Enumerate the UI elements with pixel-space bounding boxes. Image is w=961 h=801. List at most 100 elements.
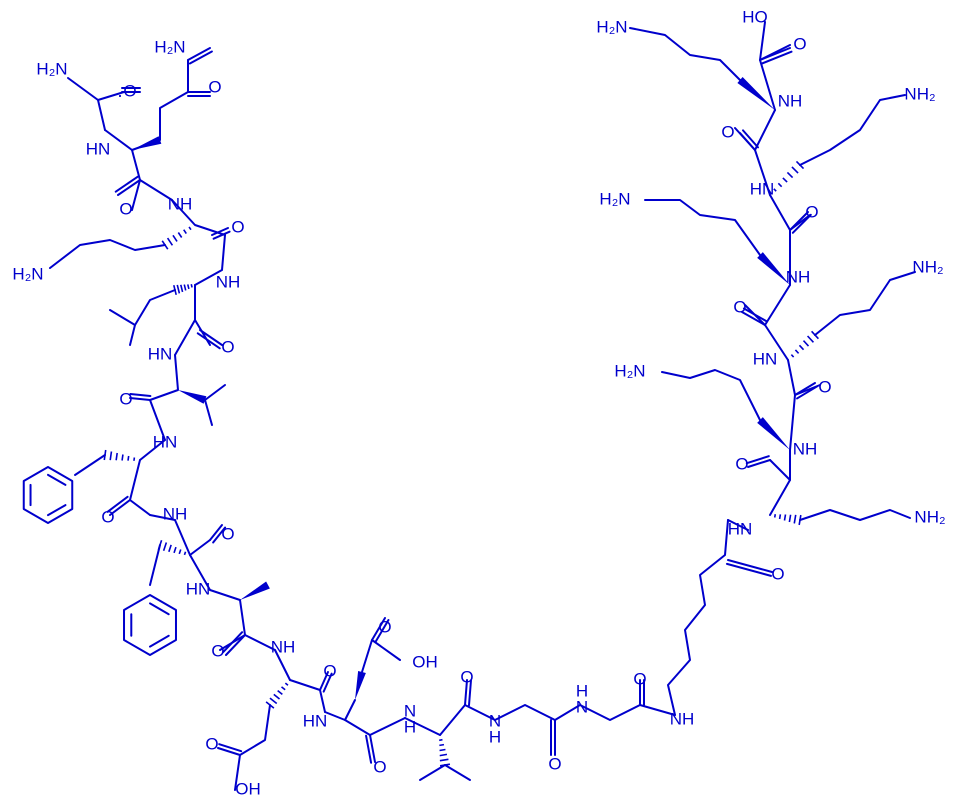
- lysR3-to-next: [764, 284, 791, 326]
- lys-nh2-label: NH₂: [904, 84, 935, 103]
- hashed-bond: [773, 514, 802, 526]
- phe1-carbonyl: [109, 499, 131, 516]
- phe1-backbone: [129, 459, 151, 516]
- oxygen-label: O: [735, 454, 748, 473]
- nh-label: NH: [786, 267, 811, 286]
- val2-carbonyl: [467, 679, 472, 707]
- lysR6-carbonyl: [760, 50, 793, 65]
- gln-amide-o: [187, 47, 211, 61]
- glygly-backbone: [494, 704, 641, 721]
- wedge-bond: [355, 671, 366, 700]
- oxygen-label: O: [231, 217, 244, 236]
- hashed-bond: [157, 540, 187, 556]
- hashed-bond: [773, 160, 805, 192]
- leu-carbonyl: [199, 329, 223, 346]
- oxygen-label: O: [119, 199, 132, 218]
- phe1-n: [139, 439, 166, 461]
- lysR2-to-next: [787, 359, 796, 396]
- val2-to-gly: [464, 704, 496, 721]
- hn-label: HN: [186, 579, 211, 598]
- oxygen-label: O: [221, 524, 234, 543]
- wedge-bond: [757, 417, 790, 450]
- glu-n: [274, 649, 291, 681]
- phe2-carbonyl: [209, 524, 223, 541]
- ahx-linker: [667, 519, 729, 716]
- lysR1-sidechain: [799, 509, 911, 521]
- hashed-bond: [265, 682, 289, 709]
- lysR1-backbone: [769, 459, 791, 516]
- ala-to-glu: [244, 634, 276, 651]
- amino-terminus-label: H₂N: [36, 59, 67, 78]
- oxygen-label: O: [323, 661, 336, 680]
- lysR4-to-next: [769, 194, 791, 231]
- oxygen-label: O: [548, 754, 561, 773]
- glu-carbonyl: [322, 672, 333, 693]
- lysR6-acid-oh: [759, 21, 766, 61]
- asp-carbonyl: [365, 734, 373, 764]
- oxygen-label: O: [205, 734, 218, 753]
- val2-carbonyl: [464, 679, 468, 706]
- gly-carbonyl-link: [97, 99, 106, 131]
- ala-carbonyl: [225, 634, 246, 656]
- hn-label: HN: [153, 432, 178, 451]
- val2-sidechain: [419, 764, 471, 781]
- oxygen-label: O: [211, 641, 224, 660]
- val-carbonyl: [129, 397, 151, 401]
- nh-label: NH: [163, 504, 188, 523]
- glu-backbone: [289, 679, 326, 713]
- lysR5-to-next: [754, 109, 776, 151]
- glu-acid-o: [218, 743, 243, 753]
- lys1-sidechain: [49, 239, 166, 269]
- asp-to-val2: [369, 717, 406, 736]
- hydrogen-label: H: [489, 727, 501, 746]
- glu-sidechain: [234, 704, 271, 791]
- oxygen-label: O: [721, 122, 734, 141]
- oxygen-label: O: [733, 297, 746, 316]
- lysR2-carbonyl: [796, 385, 819, 400]
- nh-label: NH: [778, 91, 803, 110]
- asp-n: [344, 699, 356, 721]
- asp-sidechain: [361, 639, 401, 673]
- lys1-carbonyl: [211, 227, 229, 236]
- asp-oh-label: OH: [412, 652, 438, 671]
- oxygen-label: O: [818, 377, 831, 396]
- nitrogen-label: N: [576, 697, 588, 716]
- lysR4-carbonyl: [791, 213, 812, 234]
- gln-to-lys-n: [139, 179, 173, 201]
- oxygen-label: O: [119, 389, 132, 408]
- oxygen-label: O: [123, 81, 136, 100]
- phe1-ch2: [74, 454, 106, 476]
- nh-label: NH: [168, 194, 193, 213]
- ala-carbonyl: [222, 631, 244, 654]
- lysR4-sidechain: [644, 199, 761, 256]
- oxygen-label: O: [101, 507, 114, 526]
- asp-acid-o: [371, 617, 386, 641]
- lys1-backbone: [171, 199, 226, 236]
- hn-label: HN: [303, 711, 328, 730]
- hydrogen-label: H: [404, 717, 416, 736]
- lysR2-sidechain: [661, 369, 761, 421]
- lys1-nh2-label: H₂N: [12, 264, 43, 283]
- leu-sidechain: [109, 289, 176, 326]
- phe1-benzene-ring: [22, 466, 74, 524]
- ala-n: [209, 589, 241, 601]
- lysR3-sidechain: [814, 271, 916, 336]
- wedge-bond: [132, 136, 162, 150]
- phe2-n: [174, 519, 191, 556]
- hn-label: HN: [750, 179, 775, 198]
- val-sidechain: [204, 384, 226, 426]
- lysR2-carbonyl: [794, 382, 816, 396]
- lysR5-carbonyl: [741, 129, 759, 149]
- hn-label: HN: [753, 349, 778, 368]
- oxygen-label: O: [221, 337, 234, 356]
- lysR6-carbonyl: [759, 47, 791, 61]
- oxygen-label: O: [793, 34, 806, 53]
- gln-amide-o: [188, 50, 213, 65]
- oxygen-label: O: [208, 77, 221, 96]
- phe2-to-ala: [189, 554, 211, 591]
- val2-n: [404, 717, 441, 736]
- lysR6-sidechain: [629, 27, 741, 81]
- lys-nh2-label: NH₂: [912, 257, 943, 276]
- acid-oh-label: HO: [742, 7, 768, 26]
